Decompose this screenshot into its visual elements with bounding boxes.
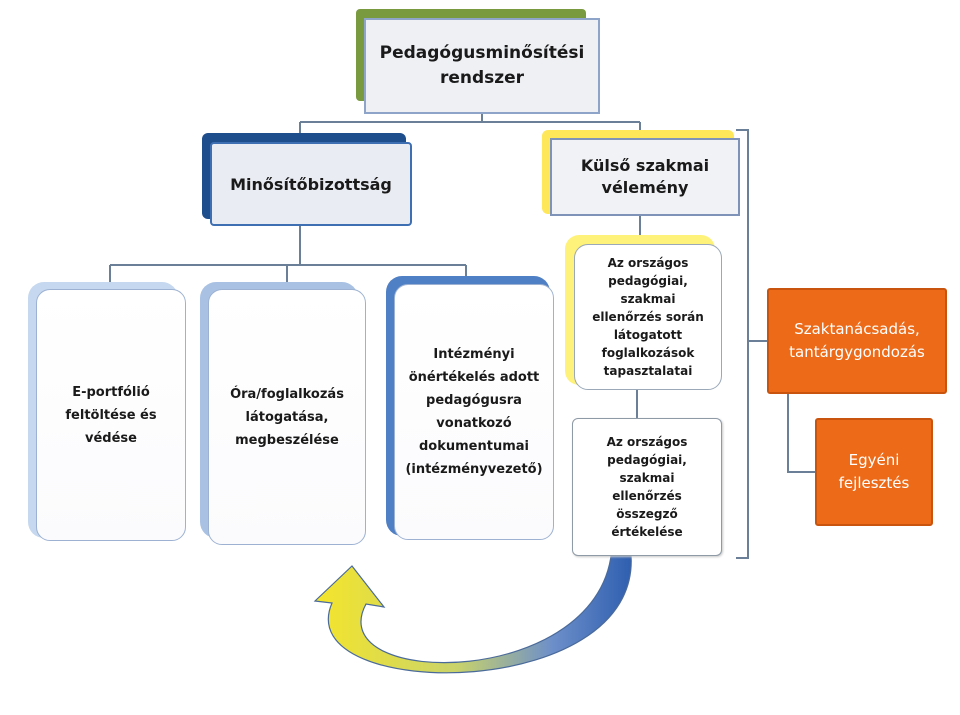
ora-foglalkozas-box: Óra/foglalkozás látogatása, megbeszélése xyxy=(208,289,366,545)
orszagos-osszegzo-box: Az országos pedagógiai, szakmai ellenőrz… xyxy=(572,418,722,556)
intezmenyi-line: önértékelés adott xyxy=(408,370,540,385)
intezmenyi-line: vonatkozó xyxy=(436,416,512,431)
connector-orange xyxy=(748,340,815,473)
eportfolio-line: E-portfólió xyxy=(72,384,150,400)
intezmenyi-onertekeles-box: Intézményi önértékelés adott pedagógusra… xyxy=(394,284,554,540)
orszagos1-line: tapasztalatai xyxy=(603,364,693,378)
minositobizottsag-box: Minősítőbizottság xyxy=(210,142,412,226)
kulso-szakmai-velemeny-box: Külső szakmai vélemény xyxy=(550,138,740,216)
szaktanacsadas-line2: tantárgygondozás xyxy=(789,343,925,361)
orszagos1-line: foglalkozások xyxy=(601,346,695,360)
orszagos2-line: ellenőrzés xyxy=(612,489,682,503)
orszagos1-line: Az országos xyxy=(607,256,689,270)
eportfolio-line: védése xyxy=(85,430,137,446)
ora-line: megbeszélése xyxy=(235,432,339,448)
ora-line: Óra/foglalkozás xyxy=(230,386,344,402)
egyeni-fejlesztes-box: Egyéni fejlesztés xyxy=(815,418,933,526)
szaktanacsadas-box: Szaktanácsadás, tantárgygondozás xyxy=(767,288,947,394)
orszagos2-line: Az országos xyxy=(606,435,688,449)
root-label-line2: rendszer xyxy=(439,68,525,88)
egyeni-line2: fejlesztés xyxy=(838,474,910,492)
connector-minosito xyxy=(109,226,467,289)
egyeni-line1: Egyéni xyxy=(848,451,900,469)
orszagos1-line: látogatott xyxy=(613,328,683,342)
orszagos1-line: ellenőrzés során xyxy=(592,310,704,324)
kulso-label-line2: vélemény xyxy=(601,178,689,197)
eportfolio-box: E-portfólió feltöltése és védése xyxy=(36,289,186,541)
eportfolio-line: feltöltése és xyxy=(65,407,157,423)
orszagos2-line: pedagógiai, xyxy=(607,453,687,467)
orszagos2-line: összegző xyxy=(616,507,678,521)
szaktanacsadas-line1: Szaktanácsadás, xyxy=(794,320,920,338)
intezmenyi-line: Intézményi xyxy=(433,347,515,362)
root-label-line1: Pedagógusminősítési xyxy=(379,43,585,63)
orszagos2-line: értékelése xyxy=(611,525,683,539)
bracket-right xyxy=(736,129,749,559)
intezmenyi-line: (intézményvezető) xyxy=(405,462,543,477)
kulso-label-line1: Külső szakmai xyxy=(580,156,710,175)
intezmenyi-line: dokumentumai xyxy=(418,439,529,454)
orszagos1-line: pedagógiai, xyxy=(608,274,688,288)
ora-line: látogatása, xyxy=(245,409,329,425)
root-box-pedagogusminositesi-rendszer: Pedagógusminősítési rendszer xyxy=(364,18,600,114)
orszagos2-line: szakmai xyxy=(619,471,675,485)
connector-root xyxy=(299,114,641,142)
intezmenyi-line: pedagógusra xyxy=(426,393,522,408)
orszagos1-line: szakmai xyxy=(620,292,676,306)
minositobizottsag-label: Minősítőbizottság xyxy=(230,174,392,194)
curved-arrow-icon xyxy=(313,545,632,674)
orszagos-tapasztalatai-box: Az országos pedagógiai, szakmai ellenőrz… xyxy=(574,244,722,390)
